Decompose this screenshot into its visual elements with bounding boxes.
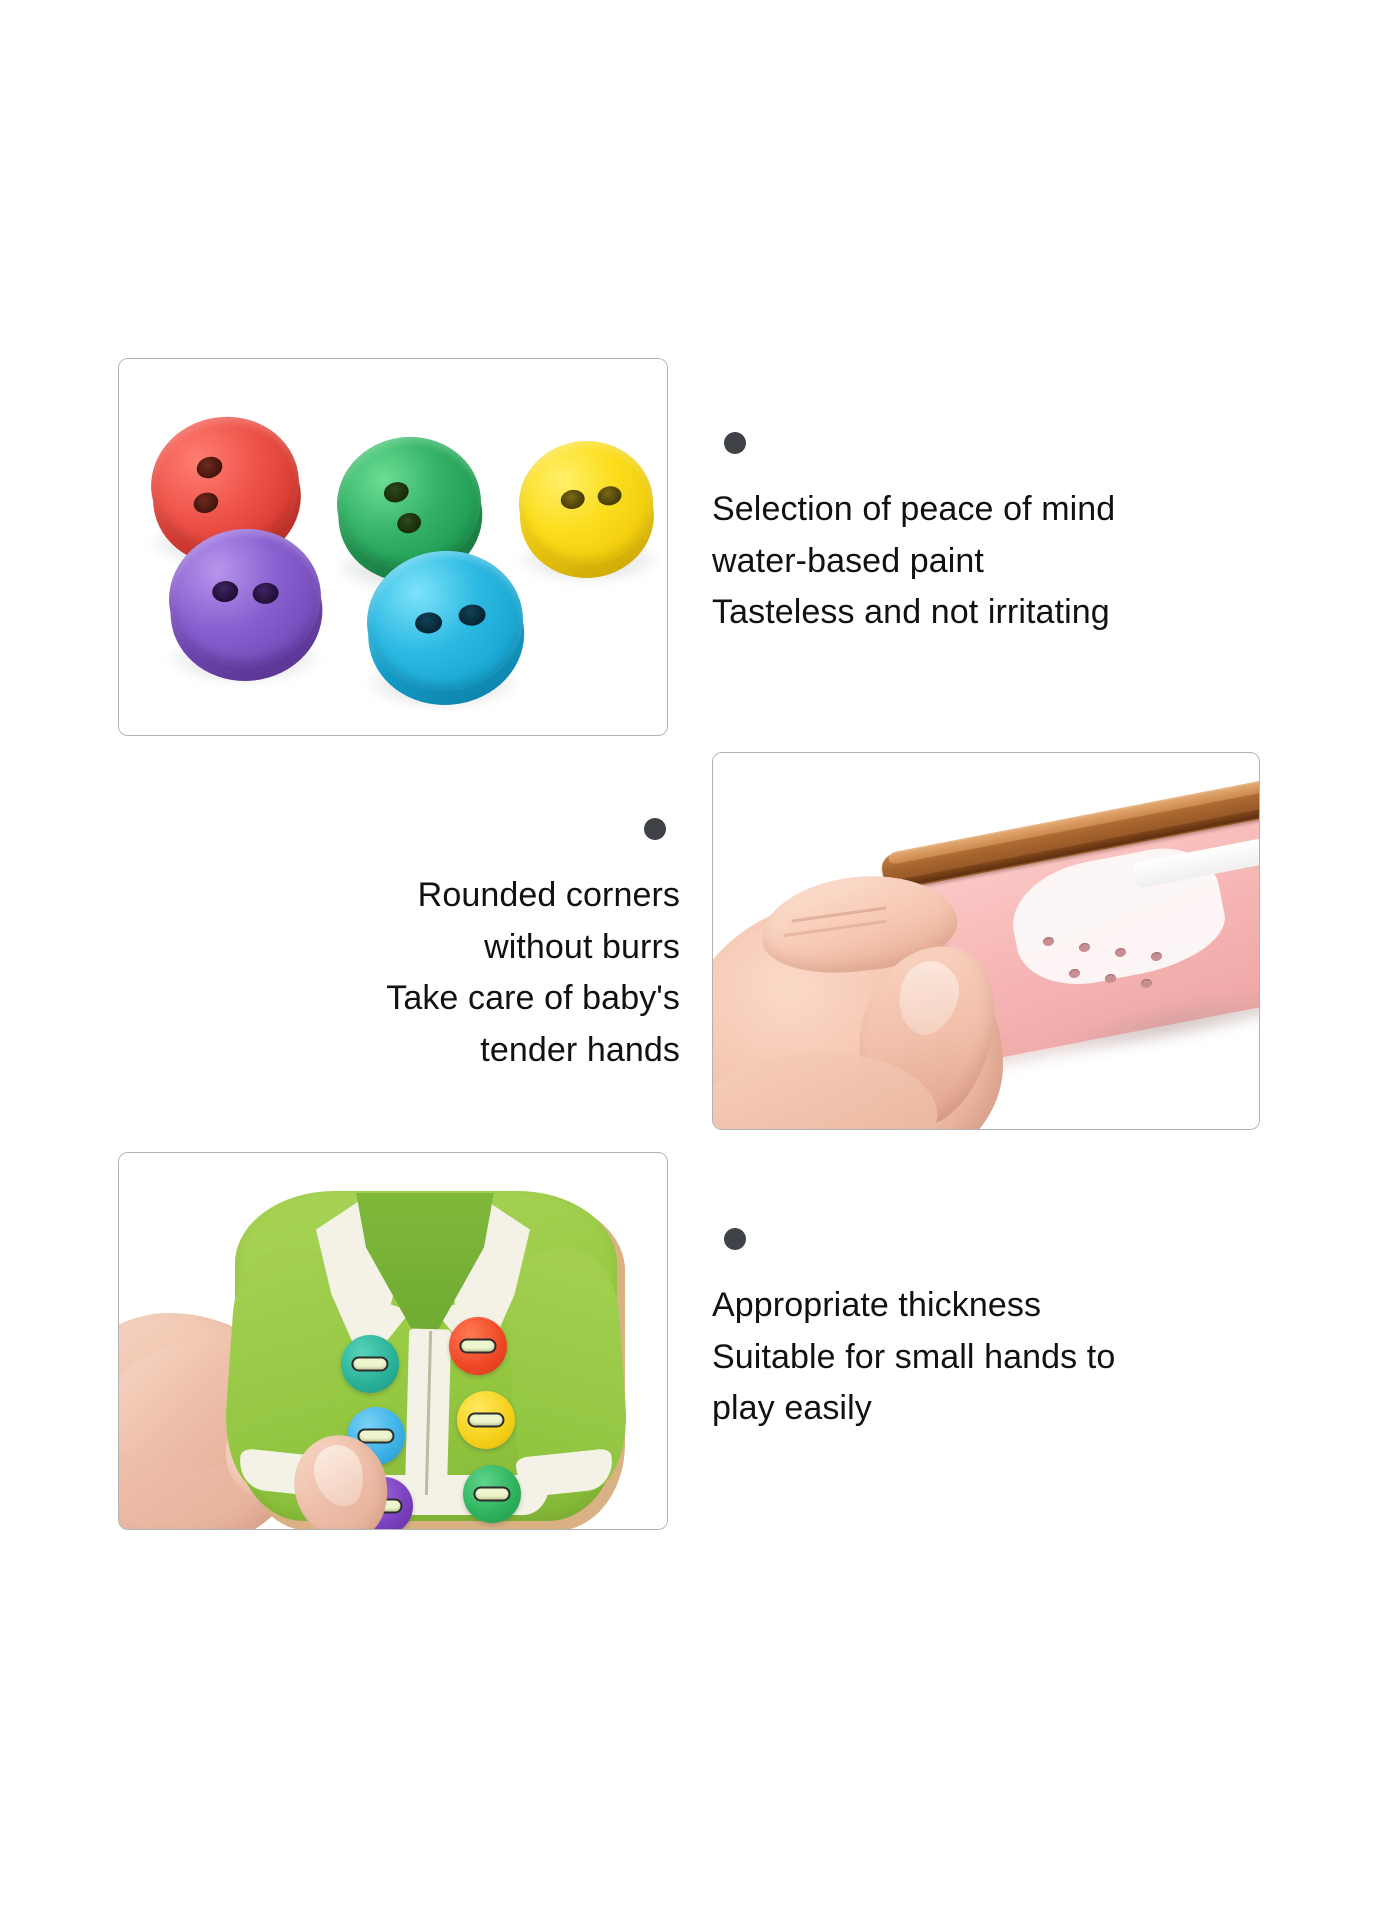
wooden-buttons-photo — [118, 358, 668, 736]
bullet-dot-icon — [644, 818, 666, 840]
jacket-button-red — [449, 1317, 507, 1375]
feature-text-paint: Selection of peace of mind water-based p… — [712, 432, 1312, 639]
board-edge-photo — [712, 752, 1260, 1130]
feature-line: play easily — [712, 1389, 872, 1428]
jacket-button-yellow — [457, 1391, 515, 1449]
feature-line: Appropriate thickness — [712, 1286, 1042, 1324]
wooden-button-yellow — [514, 436, 659, 583]
feature-line: Suitable for small hands to — [712, 1337, 1116, 1376]
feature-line: Rounded corners — [417, 876, 680, 914]
photo-stage — [119, 1153, 667, 1529]
photo-stage — [119, 359, 667, 735]
feature-text-rounded-corners: Rounded corners without burrs Take care … — [260, 818, 680, 1077]
jacket-button-green — [463, 1465, 521, 1523]
feature-line: tender hands — [480, 1031, 680, 1070]
feature-line: Selection of peace of mind — [712, 490, 1116, 528]
feature-line: water-based paint — [712, 541, 984, 580]
feature-line: Tasteless and not irritating — [712, 593, 1110, 632]
photo-stage — [713, 753, 1259, 1129]
feature-line: Take care of baby's — [386, 979, 680, 1018]
bullet-dot-icon — [724, 1228, 746, 1250]
feature-line: without burrs — [484, 927, 680, 966]
jacket-board-photo — [118, 1152, 668, 1530]
jacket-button-teal — [341, 1335, 399, 1393]
bullet-dot-icon — [724, 432, 746, 454]
feature-text-thickness: Appropriate thickness Suitable for small… — [712, 1228, 1312, 1435]
